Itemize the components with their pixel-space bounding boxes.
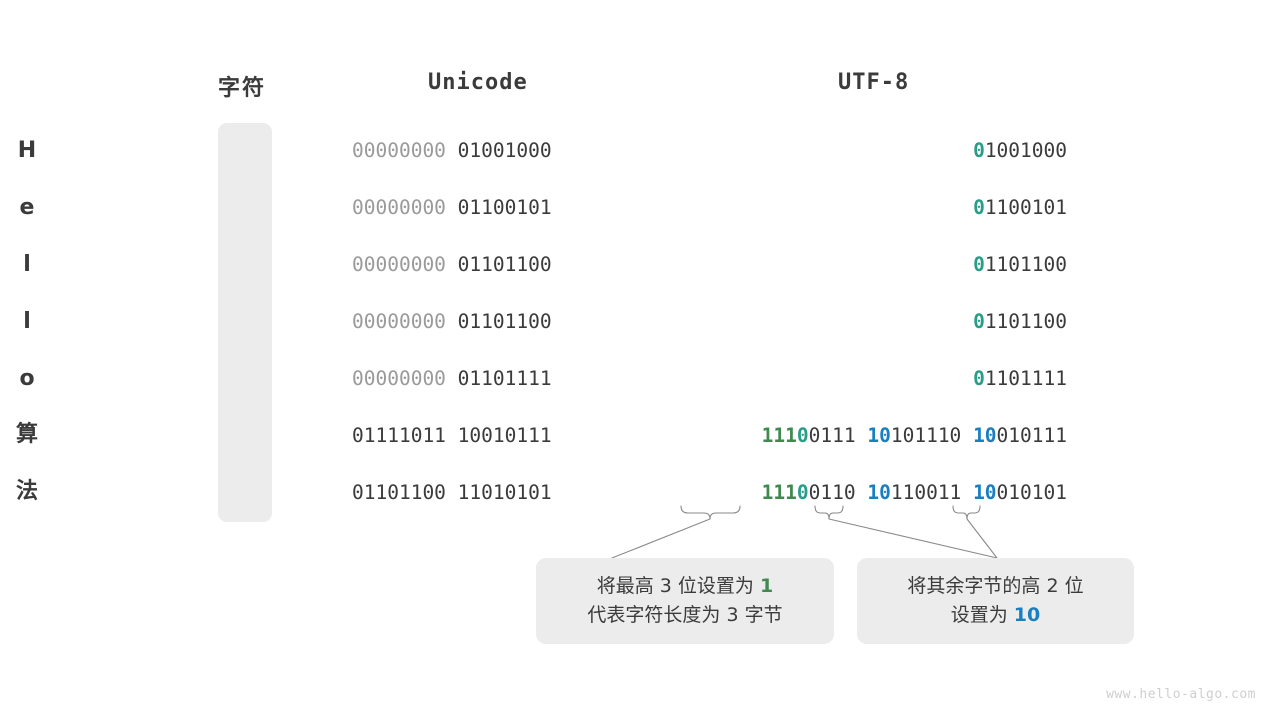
bit-separator <box>446 196 458 219</box>
character-cell: H <box>17 138 37 163</box>
callout-left-highlight: 1 <box>759 574 774 597</box>
unicode-low-byte: 10010111 <box>457 424 552 447</box>
utf8-payload-bits: 110011 <box>890 481 962 504</box>
unicode-bits-row: 00000000 01001000 <box>352 141 552 161</box>
utf8-continuation-marker: 10 <box>867 481 891 504</box>
unicode-low-byte: 01100101 <box>457 196 552 219</box>
unicode-bits-row: 01111011 10010111 <box>352 426 552 446</box>
unicode-high-byte: 01101100 <box>352 481 446 504</box>
site-watermark: www.hello-algo.com <box>1106 687 1256 702</box>
callout-left-line-1-text: 将最高 3 位设置为 <box>596 574 760 597</box>
unicode-low-byte: 01101100 <box>457 310 552 333</box>
utf8-payload-bits: 101110 <box>890 424 962 447</box>
bit-separator <box>446 481 458 504</box>
bit-separator <box>961 481 973 504</box>
character-cell: o <box>19 366 35 391</box>
unicode-high-byte: 00000000 <box>352 367 446 390</box>
utf8-payload-bits: 010111 <box>996 424 1067 447</box>
unicode-high-byte: 00000000 <box>352 310 446 333</box>
unicode-high-byte: 01111011 <box>352 424 446 447</box>
bit-separator <box>446 139 458 162</box>
callout-left-line-2: 代表字符长度为 3 字节 <box>587 604 783 626</box>
utf8-bits-row: 01101100 <box>973 312 1067 332</box>
utf8-length-marker-ones: 111 <box>761 424 797 447</box>
utf8-payload-bits: 0111 <box>808 424 856 447</box>
bit-separator <box>446 310 458 333</box>
utf8-bits-row: 11100111 10101110 10010111 <box>762 426 1067 446</box>
callout-right-line-1: 将其余字节的高 2 位 <box>907 574 1084 597</box>
unicode-bits-row: 00000000 01101100 <box>352 255 552 275</box>
leader-line-right-b <box>966 518 998 559</box>
unicode-low-byte: 01101100 <box>457 253 552 276</box>
utf8-length-marker-ones: 111 <box>761 481 797 504</box>
utf8-bits-row: 01100101 <box>973 198 1067 218</box>
unicode-low-byte: 01101111 <box>457 367 552 390</box>
utf8-continuation-marker: 10 <box>867 424 891 447</box>
bit-separator <box>446 424 458 447</box>
leader-line-left <box>611 518 711 559</box>
unicode-bits-row: 01101100 11010101 <box>352 483 552 503</box>
utf8-bits-row: 01101100 <box>973 255 1067 275</box>
unicode-bits-row: 00000000 01101100 <box>352 312 552 332</box>
utf8-payload-bits: 1001000 <box>984 139 1067 162</box>
brace-length-marker <box>680 505 741 520</box>
column-header-character: 字符 <box>218 76 267 101</box>
unicode-high-byte: 00000000 <box>352 253 446 276</box>
utf8-continuation-marker: 10 <box>973 424 997 447</box>
brace-continuation-2 <box>952 505 981 520</box>
utf8-lead-marker-bit: 0 <box>973 139 985 162</box>
callout-right-highlight: 10 <box>1013 604 1041 626</box>
bit-separator <box>446 367 458 390</box>
character-cell: 算 <box>15 422 38 447</box>
column-header-unicode: Unicode <box>428 70 528 95</box>
utf8-lead-marker-bit: 0 <box>973 367 985 390</box>
character-column-panel <box>218 123 272 522</box>
bit-separator <box>961 424 973 447</box>
character-cell: e <box>19 195 35 220</box>
utf8-lead-marker-bit: 0 <box>973 196 985 219</box>
utf8-lead-marker-bit: 0 <box>973 310 985 333</box>
utf8-bits-row: 01101111 <box>973 369 1067 389</box>
callout-continuation-marker: 将其余字节的高 2 位 设置为 10 <box>857 558 1134 644</box>
utf8-payload-bits: 1100101 <box>984 196 1067 219</box>
utf8-bits-row: 01001000 <box>973 141 1067 161</box>
unicode-low-byte: 11010101 <box>457 481 552 504</box>
unicode-high-byte: 00000000 <box>352 139 446 162</box>
utf8-length-marker-zero: 0 <box>796 424 809 447</box>
bit-separator <box>856 424 868 447</box>
brace-continuation-1 <box>814 505 844 520</box>
utf8-payload-bits: 1101100 <box>984 253 1067 276</box>
character-cell: l <box>23 252 31 277</box>
unicode-high-byte: 00000000 <box>352 196 446 219</box>
column-header-utf8: UTF-8 <box>838 70 910 95</box>
callout-right-line-2-text: 设置为 <box>950 604 1014 626</box>
utf8-payload-bits: 0110 <box>808 481 856 504</box>
utf8-payload-bits: 010101 <box>996 481 1067 504</box>
utf8-lead-marker-bit: 0 <box>973 253 985 276</box>
callout-left-line-1: 将最高 3 位设置为 1 <box>597 572 773 601</box>
bit-separator <box>446 253 458 276</box>
callout-right-line-2: 设置为 10 <box>951 601 1041 630</box>
callout-length-marker: 将最高 3 位设置为 1 代表字符长度为 3 字节 <box>536 558 834 644</box>
unicode-bits-row: 00000000 01100101 <box>352 198 552 218</box>
utf8-continuation-marker: 10 <box>973 481 997 504</box>
utf8-length-marker-zero: 0 <box>796 481 809 504</box>
leader-line-right-a <box>828 518 998 559</box>
character-cell: 法 <box>15 479 38 504</box>
utf8-payload-bits: 1101111 <box>984 367 1067 390</box>
utf8-payload-bits: 1101100 <box>984 310 1067 333</box>
bit-separator <box>856 481 868 504</box>
unicode-low-byte: 01001000 <box>457 139 552 162</box>
unicode-bits-row: 00000000 01101111 <box>352 369 552 389</box>
character-cell: l <box>23 309 31 334</box>
utf8-bits-row: 11100110 10110011 10010101 <box>762 483 1067 503</box>
